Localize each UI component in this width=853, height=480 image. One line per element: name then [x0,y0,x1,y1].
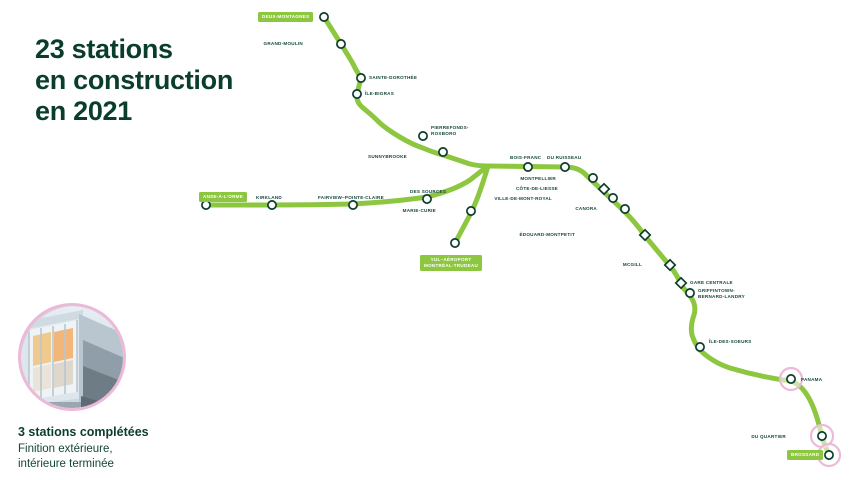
station-label-sainte-dorothee: SAINTE-DOROTHÉE [369,75,418,80]
station-label-grand-moulin: GRAND-MOULIN [263,41,303,46]
station-marker-panama[interactable] [786,374,796,384]
station-marker-anse-a-lorme[interactable] [201,200,211,210]
station-marker-kirkland[interactable] [267,200,277,210]
station-label-bois-franc: BOIS-FRANC [510,155,542,160]
station-label-ville-de-mont-royal: VILLE-DE-MONT-ROYAL [494,196,552,201]
station-marker-deux-montagnes[interactable] [319,12,329,22]
transit-line-north-branch [321,14,832,458]
station-label-du-quartier: DU QUARTIER [751,434,786,439]
station-marker-ville-de-mont-royal[interactable] [608,193,618,203]
station-label-panama: PANAMA [801,377,823,382]
station-marker-ile-bigras[interactable] [352,89,362,99]
station-label-mcgill: MCGILL [622,262,642,267]
station-label-des-sources: DES SOURCES [410,189,447,194]
station-photo-illustration [21,306,123,408]
station-label-du-ruisseau: DU RUISSEAU [547,155,582,160]
station-label-yul-aeroport: YUL–AÉROPORT MONTRÉAL-TRUDEAU [420,255,483,271]
station-marker-montpellier[interactable] [588,173,598,183]
transit-lines [203,14,832,458]
station-label-cote-de-liesse: CÔTE-DE-LIESSE [515,186,558,191]
station-marker-marie-curie[interactable] [466,206,476,216]
station-marker-fairview-pointe-claire[interactable] [348,200,358,210]
station-label-ile-des-soeurs: ÎLE-DES-SOEURS [709,339,752,344]
photo-inner [21,306,123,408]
station-label-gare-centrale: GARE CENTRALE [690,280,733,285]
station-marker-brossard[interactable] [824,450,834,460]
station-label-kirkland: KIRKLAND [256,195,282,200]
station-label-sunnybrooke: SUNNYBROOKE [368,154,407,159]
station-label-anse-a-lorme: ANSE-À-L'ORME [199,192,248,202]
station-label-griffintown-bernard-landry: GRIFFINTOWN- BERNARD-LANDRY [698,288,745,299]
station-label-marie-curie: MARIE-CURIE [402,208,436,213]
station-label-canora: CANORA [575,206,597,211]
station-label-edouard-montpetit: ÉDOUARD-MONTPETIT [519,232,575,237]
station-marker-cote-de-liesse[interactable] [597,182,611,196]
legend: 3 stations complétées Finition extérieur… [18,303,218,471]
station-label-fairview-pointe-claire: FAIRVIEW–POINTE-CLAIRE [318,195,384,200]
station-marker-du-ruisseau[interactable] [560,162,570,172]
station-marker-gare-centrale[interactable] [674,276,688,290]
station-marker-sainte-dorothee[interactable] [356,73,366,83]
station-marker-bois-franc[interactable] [523,162,533,172]
station-marker-des-sources[interactable] [422,194,432,204]
station-marker-sunnybrooke[interactable] [438,147,448,157]
station-markers [201,12,842,468]
station-label-ile-bigras: ÎLE-BIGRAS [365,91,395,96]
completed-station-photo [18,303,126,411]
station-marker-du-quartier[interactable] [817,431,827,441]
station-label-pierrefonds-roxboro: PIERREFONDS- ROXBORO [431,125,469,136]
station-marker-yul-aeroport[interactable] [450,238,460,248]
station-label-montpellier: MONTPELLIER [520,176,556,181]
station-marker-ile-des-soeurs[interactable] [695,342,705,352]
legend-title: 3 stations complétées [18,425,149,439]
page-title: 23 stations en construction en 2021 [35,34,234,126]
station-label-brossard: BROSSARD [787,450,824,460]
legend-subtitle: Finition extérieure, intérieure terminée [18,443,114,470]
station-marker-grand-moulin[interactable] [336,39,346,49]
station-marker-edouard-montpetit[interactable] [638,228,652,242]
station-marker-griffintown-bernard-landry[interactable] [685,288,695,298]
station-label-deux-montagnes: DEUX-MONTAGNES [258,12,314,22]
station-marker-mcgill[interactable] [663,258,677,272]
station-marker-canora[interactable] [620,204,630,214]
transit-line-airport-branch [452,163,491,246]
transit-line-west-branch [203,163,491,208]
station-marker-pierrefonds-roxboro[interactable] [418,131,428,141]
